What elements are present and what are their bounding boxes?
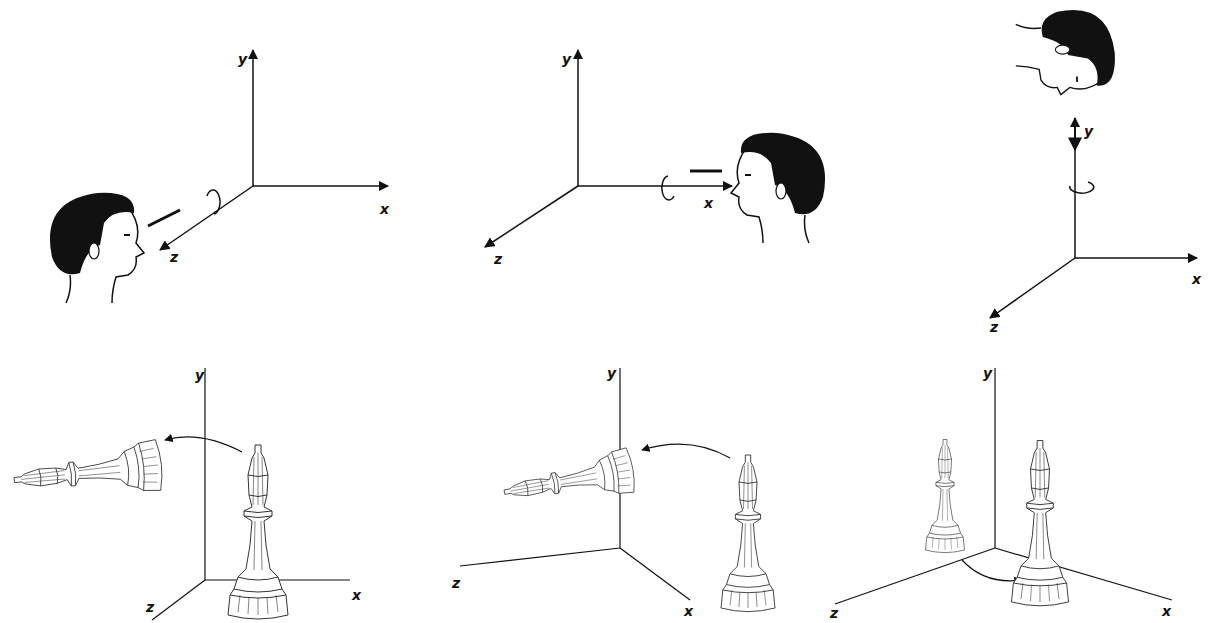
axis-label: z xyxy=(452,576,460,590)
axis-label: z xyxy=(830,606,838,620)
axis-label: x xyxy=(684,604,693,618)
axis-label: x xyxy=(380,202,389,216)
axis-label: z xyxy=(494,252,502,266)
axis-label: x xyxy=(352,588,361,602)
axis-label: z xyxy=(170,250,178,264)
axis-label: y xyxy=(983,366,992,380)
axis-label: y xyxy=(562,52,571,66)
axis-label: y xyxy=(238,52,247,66)
axis-label: x xyxy=(1162,604,1171,618)
axis-label: y xyxy=(607,366,616,380)
axis-label: y xyxy=(195,368,204,382)
axis-label: x xyxy=(704,196,713,210)
axis-label: y xyxy=(1084,124,1093,138)
axis-label: z xyxy=(990,320,998,334)
axis-label: x xyxy=(1192,272,1201,286)
axis-label: z xyxy=(146,600,154,614)
